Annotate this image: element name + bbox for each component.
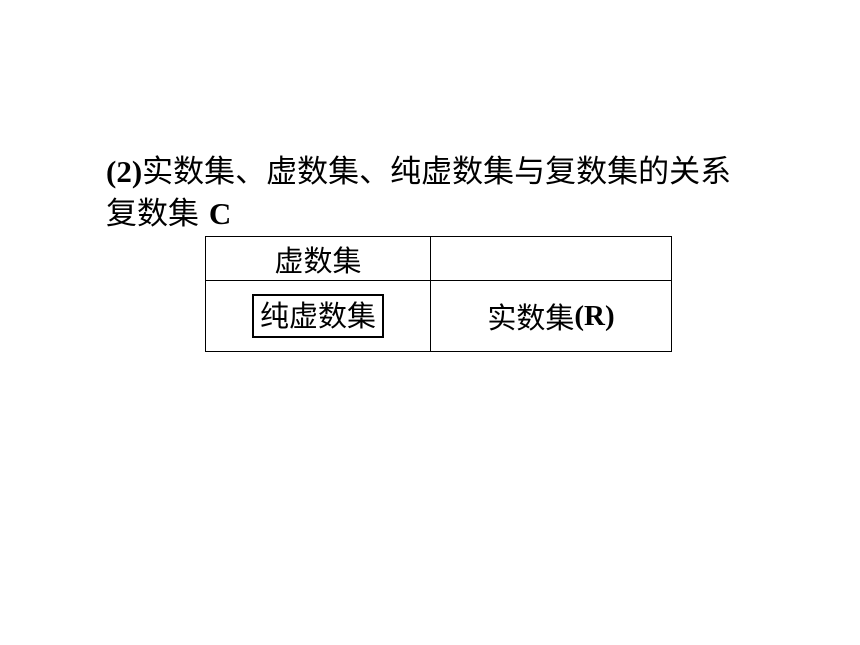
real-set-symbol: (R) — [574, 299, 615, 332]
pure-imaginary-set-box: 纯虚数集 — [251, 294, 384, 338]
set-relationship-diagram: 虚数集 纯虚数集 实数集(R) — [205, 236, 672, 352]
real-set-label: 实数集 — [487, 301, 575, 335]
complex-set-label: 复数集 — [106, 196, 199, 232]
heading-line-2: 复数集 C — [106, 194, 231, 234]
complex-set-symbol: C — [208, 196, 232, 231]
pure-imaginary-set-cell: 纯虚数集 — [206, 281, 431, 351]
real-set-cell: 实数集(R) — [431, 281, 671, 351]
heading-text: 实数集、虚数集、纯虚数集与复数集的关系 — [142, 154, 732, 190]
imaginary-set-cell: 虚数集 — [206, 237, 431, 281]
heading-line-1: (2)实数集、虚数集、纯虚数集与复数集的关系 — [106, 152, 731, 192]
imaginary-set-label: 虚数集 — [274, 243, 362, 278]
section-number: (2) — [106, 154, 143, 189]
empty-cell — [431, 237, 671, 281]
